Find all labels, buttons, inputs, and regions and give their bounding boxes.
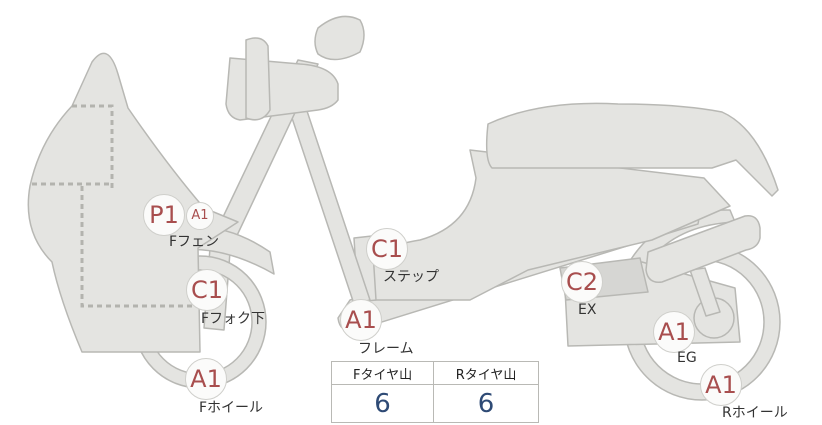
grade-badge-front-wheel: A1 [185,358,227,400]
grade-badge-front-fender-sub: A1 [186,202,214,230]
headlight-part [245,37,271,121]
tire-tread-table: Fタイヤ山 Rタイヤ山 6 6 [330,361,539,423]
label-step: ステップ [383,269,439,285]
grade-badge-frame: A1 [340,299,382,341]
grade-badge-front-fender: P1 [143,194,185,236]
label-engine: EG [677,350,697,366]
front-tire-value: 6 [330,384,435,423]
label-exhaust: EX [578,302,597,318]
rear-shock-part [689,267,721,317]
grade-badge-engine: A1 [653,311,695,353]
rear-tire-header: Rタイヤ山 [433,361,539,385]
label-frame: フレーム [358,341,414,357]
label-fork-lower: Fフォク下 [201,311,266,327]
label-rear-wheel: Rホイール [722,405,788,421]
handlebar-part [225,57,339,121]
label-front-wheel: Fホイール [199,400,264,416]
grade-badge-step: C1 [366,228,408,270]
rear-tire-value: 6 [433,384,539,423]
mirror-part [314,15,365,61]
airbox-part [645,215,761,283]
grade-badge-fork-lower: C1 [186,269,228,311]
grade-badge-rear-wheel: A1 [700,364,742,406]
label-front-fender: Fフェン [169,234,220,250]
frame-tube-part [289,107,371,305]
grade-badge-exhaust: C2 [561,261,603,303]
front-tire-header: Fタイヤ山 [330,361,435,385]
seat-part [485,102,779,197]
